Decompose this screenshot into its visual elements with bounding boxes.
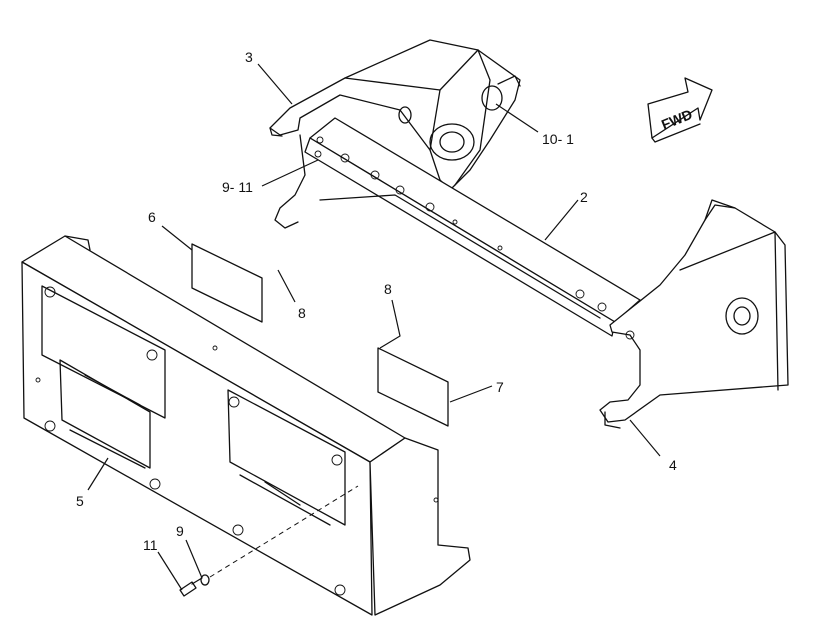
callout-9: 9 (176, 523, 184, 539)
part-11-bolt (179, 577, 203, 597)
callout-5: 5 (76, 493, 84, 509)
part-7-decal (377, 347, 449, 427)
callout-2: 2 (580, 189, 588, 205)
callout-11: 11 (143, 537, 158, 553)
forward-arrow-icon: FWD (647, 77, 713, 143)
callout-3: 3 (245, 49, 253, 65)
callout-8-upper: 8 (298, 305, 306, 321)
callout-4: 4 (669, 457, 677, 473)
callout-10-1: 10- 1 (542, 131, 574, 147)
part-6-decal (191, 243, 263, 323)
callout-9-11: 9- 11 (222, 179, 253, 195)
callout-6: 6 (148, 209, 156, 225)
leader-lines (87, 63, 661, 591)
assembly-line (209, 485, 359, 578)
part-5-cover (21, 235, 471, 616)
part-4-right-bracket (599, 199, 789, 429)
part-2-cross-beam (304, 117, 641, 337)
callout-7: 7 (496, 379, 504, 395)
callout-8-lower: 8 (384, 281, 392, 297)
part-9-washer (200, 574, 210, 586)
callout-labels: 3 10- 1 9- 11 2 6 8 8 7 4 5 9 11 (76, 49, 677, 553)
